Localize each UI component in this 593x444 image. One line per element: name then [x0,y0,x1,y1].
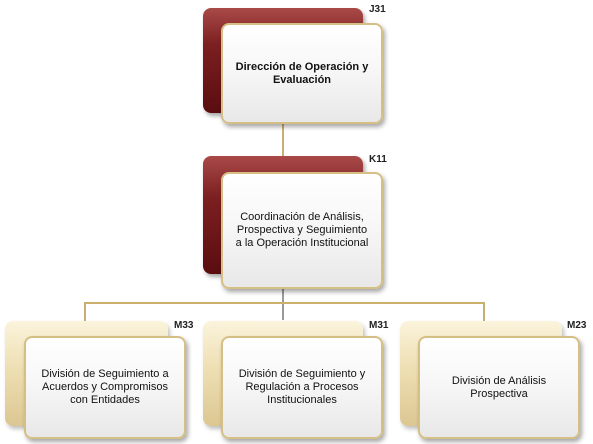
connector-bus-to-left [84,302,86,322]
bottom-center-node-label: División de Seguimiento y Regulación a P… [238,368,366,406]
bottom-center-node-card[interactable]: División de Seguimiento y Regulación a P… [221,336,383,439]
bottom-right-node-card[interactable]: División de Análisis Prospectiva [418,336,580,439]
connector-bus-to-right [483,302,485,322]
bottom-center-node-code: M31 [369,320,389,331]
connector-top-to-middle [282,120,284,174]
connector-horizontal-bus [84,302,484,304]
bottom-left-node-code: M33 [174,320,194,331]
top-node-card[interactable]: Dirección de Operación y Evaluación [221,23,383,124]
middle-node-label: Coordinación de Análisis, Prospectiva y … [235,211,369,249]
bottom-right-node-code: M23 [567,320,587,331]
bottom-left-node-card[interactable]: División de Seguimiento a Acuerdos y Com… [24,336,186,439]
bottom-left-node-label: División de Seguimiento a Acuerdos y Com… [41,368,169,406]
connector-middle-to-bus [282,288,284,320]
top-node-label: Dirección de Operación y Evaluación [235,60,369,86]
top-node-code: J31 [369,4,386,15]
middle-node-code: K11 [369,154,387,165]
middle-node-card[interactable]: Coordinación de Análisis, Prospectiva y … [221,172,383,289]
bottom-right-node-label: División de Análisis Prospectiva [451,374,547,400]
